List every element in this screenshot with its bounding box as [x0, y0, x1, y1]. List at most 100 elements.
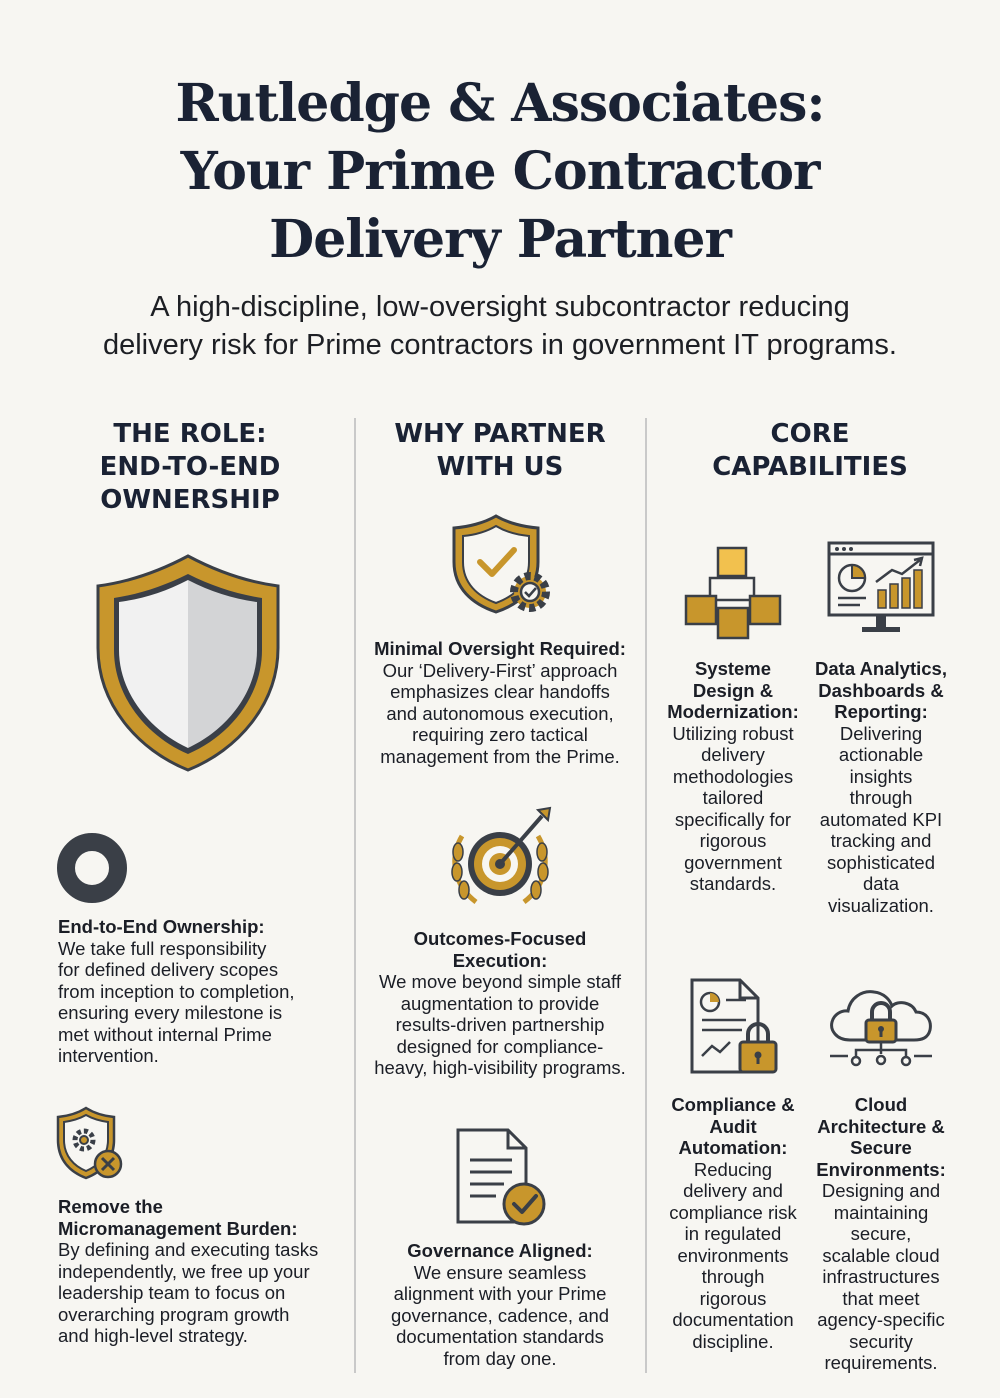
block-title: Systeme — [694, 658, 772, 679]
block-line: leadership team to focus on — [58, 1282, 286, 1303]
block-line: government — [684, 851, 782, 873]
block-line: insights — [849, 765, 913, 787]
shield-check-gear-icon — [450, 512, 556, 618]
block-line: through — [701, 1266, 765, 1287]
block-title: Reporting: — [834, 701, 928, 722]
role-heading: THE ROLE: END-TO-END OWNERSHIP — [40, 418, 340, 517]
block-line: requirements. — [824, 1352, 938, 1373]
block-line: through — [849, 787, 913, 808]
block-line: for defined delivery scopes — [58, 959, 279, 980]
block-title: Data Analytics, — [815, 658, 947, 679]
block-line: heavy, high-visibility programs. — [374, 1057, 626, 1078]
block-line: secure, — [850, 1223, 912, 1244]
block-line: infrastructures — [822, 1266, 940, 1287]
block-line: alignment with your Prime — [393, 1283, 607, 1304]
block-line: automated KPI — [819, 808, 943, 830]
block-line: intervention. — [58, 1045, 159, 1066]
subtitle-line: delivery risk for Prime contractors in g… — [102, 329, 897, 361]
block-line: sophisticated — [827, 851, 935, 873]
block-line: tracking and — [830, 830, 932, 851]
cubes-icon — [682, 540, 784, 642]
block-line: results-driven partnership — [395, 1014, 605, 1035]
title-line: Rutledge & Associates: — [175, 73, 825, 134]
block-title: End-to-End Ownership: — [58, 916, 265, 937]
block-line: rigorous — [699, 830, 767, 851]
subtitle-line: A high-discipline, low-oversight subcont… — [150, 291, 850, 323]
block-line: agency-specific — [817, 1309, 945, 1330]
block-line: documentation standards — [396, 1326, 604, 1347]
design-block: Systeme Design & Modernization: Utilizin… — [658, 658, 808, 895]
analytics-dashboard-icon — [826, 540, 936, 640]
governance-block: Governance Aligned: We ensure seamless a… — [360, 1240, 640, 1369]
block-line: rigorous — [699, 1287, 767, 1309]
block-line: augmentation to provide — [400, 992, 600, 1014]
block-title: Architecture & — [817, 1115, 945, 1137]
column-divider — [354, 418, 356, 1373]
heading-line: CAPABILITIES — [712, 452, 908, 482]
block-title: Secure — [850, 1137, 912, 1158]
block-line: and high-level strategy. — [58, 1325, 248, 1346]
block-title: Audit — [709, 1115, 757, 1137]
block-line: designed for compliance- — [396, 1035, 604, 1057]
heading-line: END-TO-END — [99, 452, 281, 482]
block-title: Design & — [692, 679, 774, 701]
block-line: data — [862, 873, 899, 894]
block-line: in regulated — [684, 1223, 782, 1244]
heading-line: WITH US — [436, 452, 564, 482]
block-line: emphasizes clear handoffs — [390, 681, 610, 702]
heading-line: OWNERSHIP — [100, 485, 280, 515]
compliance-block: Compliance & Audit Automation: Reducing … — [658, 1094, 808, 1352]
block-line: management from the Prime. — [380, 745, 620, 767]
block-line: methodologies — [672, 765, 794, 787]
block-line: independently, we free up your — [58, 1260, 310, 1282]
block-line: Utilizing robust — [672, 722, 794, 744]
why-heading: WHY PARTNER WITH US — [355, 418, 645, 484]
block-line: maintaining — [833, 1201, 929, 1223]
page-title: Rutledge & Associates: Your Prime Contra… — [0, 70, 1000, 274]
document-check-icon — [454, 1126, 550, 1230]
block-line: delivery and — [683, 1180, 783, 1201]
block-line: documentation — [672, 1309, 794, 1330]
block-line: compliance risk — [669, 1201, 797, 1223]
block-title: Environments: — [816, 1158, 946, 1180]
heading-line: WHY PARTNER — [394, 419, 606, 449]
cloud-block: Cloud Architecture & Secure Environments… — [806, 1094, 956, 1374]
block-line: ensuring every milestone is — [58, 1002, 283, 1023]
block-title: Minimal Oversight Required: — [374, 638, 626, 659]
ownership-block: End-to-End Ownership: We take full respo… — [58, 916, 348, 1067]
block-line: met without internal Prime — [58, 1023, 272, 1045]
block-line: Delivering — [839, 722, 923, 744]
block-line: specifically for — [674, 808, 792, 830]
block-line: and autonomous execution, — [386, 702, 614, 724]
block-line: scalable cloud — [822, 1244, 940, 1266]
page-subtitle: A high-discipline, low-oversight subcont… — [60, 288, 940, 364]
cloud-lock-icon — [826, 984, 936, 1070]
block-line: discipline. — [692, 1330, 774, 1352]
outcomes-block: Outcomes-Focused Execution: We move beyo… — [360, 928, 640, 1079]
block-line: governance, cadence, and — [390, 1304, 610, 1326]
block-line: from day one. — [443, 1347, 557, 1369]
heading-line: CORE — [770, 419, 850, 449]
block-line: We move beyond simple staff — [379, 971, 621, 992]
block-title: Remove the — [58, 1196, 163, 1217]
block-line: that meet — [842, 1287, 920, 1309]
block-title: Micromanagement Burden: — [58, 1217, 298, 1239]
document-lock-icon — [688, 976, 784, 1080]
block-title: Cloud — [854, 1094, 908, 1115]
oversight-block: Minimal Oversight Required: Our ‘Deliver… — [360, 638, 640, 767]
shield-gear-cancel-icon — [56, 1106, 126, 1182]
block-line: tailored — [702, 787, 764, 808]
block-line: Reducing — [693, 1158, 773, 1180]
target-arrow-laurel-icon — [442, 806, 558, 914]
block-line: We take full responsibility — [58, 937, 267, 959]
shield-icon — [92, 552, 284, 774]
capabilities-heading: CORE CAPABILITIES — [660, 418, 960, 484]
block-line: standards. — [689, 873, 777, 894]
block-line: environments — [677, 1244, 789, 1266]
block-line: Our ‘Delivery-First’ approach — [382, 659, 618, 681]
block-title: Compliance & — [671, 1094, 795, 1115]
block-line: security — [849, 1330, 913, 1352]
block-line: delivery — [701, 744, 765, 765]
block-line: actionable — [838, 744, 924, 765]
block-title: Dashboards & — [818, 679, 944, 701]
